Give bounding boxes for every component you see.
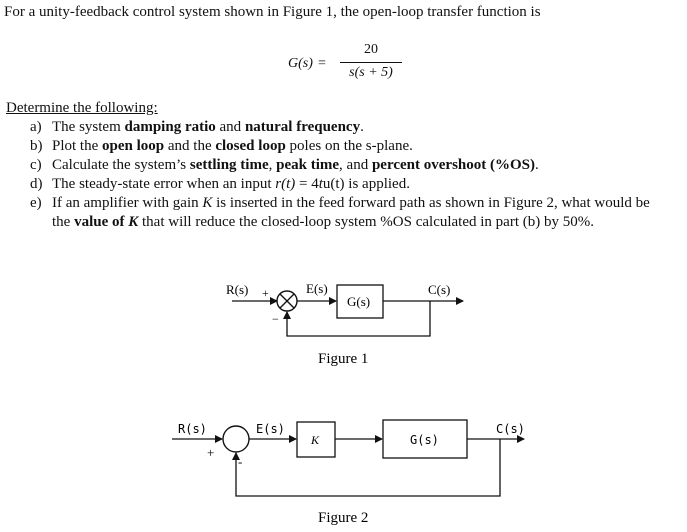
fig2-error-label: E(s) [256,422,285,436]
tf-denominator: s(s + 5) [349,65,393,80]
fig2-input-label: R(s) [178,422,207,436]
figure-1-diagram: R(s) + − E(s) G(s) C(s) Figure 1 [226,281,464,367]
fig1-input-label: R(s) [226,282,248,297]
determine-heading: Determine the following: [6,100,158,116]
fig2-summing-junction [222,425,250,453]
fig2-minus-sign: - [238,454,242,469]
fig2-g-label: G(s) [410,433,439,447]
figure-2-diagram: R(s) + - E(s) K G(s) C(s) Figure 2 [172,419,525,526]
item-b: b)Plot the open loop and the closed loop… [30,138,413,154]
tf-numerator: 20 [364,42,378,57]
fig2-plus-sign: + [207,445,214,460]
problem-intro: For a unity-feedback control system show… [4,4,541,20]
tf-equals: = [318,56,326,71]
tf-lhs: G(s) [288,56,313,71]
fig2-feedback-path [232,439,501,497]
fig1-minus-sign: − [272,312,279,326]
fraction-bar [340,62,402,63]
tf-fraction: 20 s(s + 5) [340,42,402,81]
fig2-output-label: C(s) [496,422,525,436]
item-e: e)If an amplifier with gain K is inserte… [30,195,650,211]
fig1-error-label: E(s) [306,281,328,296]
item-d: d)The steady-state error when an input r… [30,176,410,192]
fig1-output-label: C(s) [428,282,450,297]
fig2-gain-label: K [310,433,320,447]
figure-1-caption: Figure 1 [318,351,368,367]
item-e-continued: the value of K that will reduce the clos… [52,214,594,230]
fig1-plus-sign: + [262,286,269,300]
fig1-g-label: G(s) [347,294,370,309]
figure-2-caption: Figure 2 [318,510,368,526]
fig1-feedback-path [283,301,431,337]
item-c: c)Calculate the system’s settling time, … [30,157,539,173]
item-a: a)The system damping ratio and natural f… [30,119,364,135]
